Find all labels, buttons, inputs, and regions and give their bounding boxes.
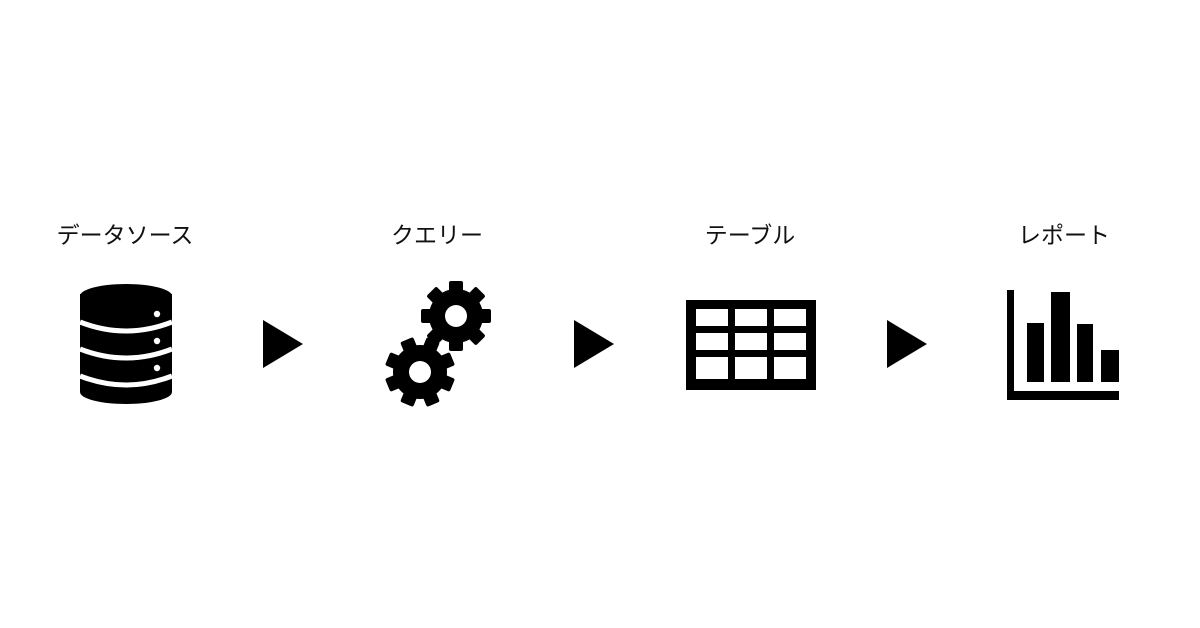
step-label-data-source: データソース bbox=[56, 223, 194, 249]
step-label-table: テーブル bbox=[704, 223, 796, 249]
step-label-query: クエリー bbox=[391, 223, 483, 249]
gears-icon bbox=[385, 281, 491, 407]
flow-arrow-2-icon bbox=[574, 320, 614, 368]
flow-arrow-3-icon bbox=[887, 320, 927, 368]
database-icon bbox=[79, 284, 173, 404]
step-label-report: レポート bbox=[1018, 223, 1110, 249]
flow-arrow-1-icon bbox=[263, 320, 303, 368]
table-icon bbox=[686, 300, 816, 390]
bar-chart-icon bbox=[1007, 290, 1119, 400]
